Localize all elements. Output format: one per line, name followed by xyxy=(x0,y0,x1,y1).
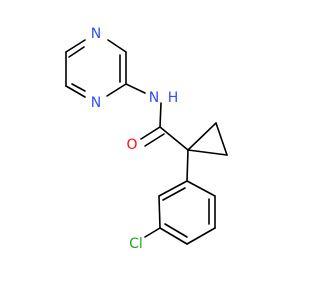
bond-c-cl xyxy=(144,227,161,238)
bond-n1-c2-double xyxy=(68,46,85,58)
bond-ph-c1-c2-double xyxy=(162,187,186,201)
bond-carbonyl-o-double xyxy=(144,133,165,147)
bond-c3-n4-double xyxy=(71,83,86,92)
bond-nh-carbonyl xyxy=(159,102,162,128)
bond-c6-n1 xyxy=(107,39,127,53)
bond-cp-3 xyxy=(187,149,228,156)
bond-ph-c3-c4-double xyxy=(164,223,188,238)
bond-ph-c3-c4 xyxy=(159,227,188,245)
atom-label-group: N N N H O Cl xyxy=(91,26,179,252)
bond-pyrazine-nh xyxy=(125,83,146,94)
molecule-diagram: N N N H O Cl xyxy=(65,26,228,252)
atom-cl: Cl xyxy=(129,236,143,252)
bond-ph-c2-c3 xyxy=(158,195,161,229)
atom-n-pyrazine-bottom: N xyxy=(91,95,101,111)
bond-n1-c2 xyxy=(65,39,86,53)
bond-ph-c1-c2 xyxy=(158,180,188,197)
atom-o-carbonyl: O xyxy=(126,137,137,153)
bond-n4-c5 xyxy=(106,83,127,97)
atom-n-amide: N xyxy=(149,90,159,106)
atom-h-amide: H xyxy=(168,90,179,106)
bond-cp-2 xyxy=(215,122,228,156)
bond-group xyxy=(65,39,228,245)
bond-c3-n4 xyxy=(65,85,86,98)
bond-quaternary-phenyl xyxy=(186,149,189,182)
bond-carbonyl-o xyxy=(140,126,161,140)
atom-n-pyrazine-top: N xyxy=(91,26,101,42)
bond-ph-c4-c5 xyxy=(186,227,216,245)
bond-ph-c6-c1 xyxy=(186,180,216,197)
bond-cp-1 xyxy=(187,122,217,151)
bond-carbonyl-quaternary xyxy=(159,126,189,151)
molecule-structure: N N N H O Cl xyxy=(65,26,228,252)
